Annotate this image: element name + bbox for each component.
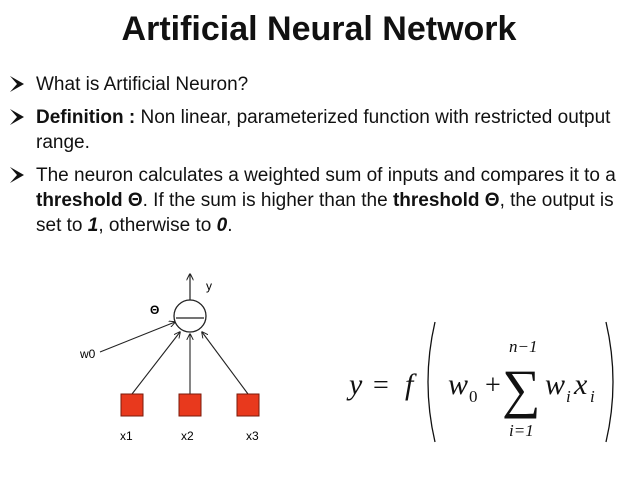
- formula-xi: x: [573, 368, 588, 401]
- formula-equals: =: [373, 370, 389, 401]
- bullet-item: What is Artificial Neuron?: [8, 72, 626, 97]
- definition-label: Definition :: [36, 107, 136, 128]
- keyword-threshold: threshold Θ: [36, 190, 143, 211]
- input-label-x3: x3: [246, 429, 259, 443]
- bullet-item: Definition : Non linear, parameterized f…: [8, 105, 626, 155]
- input-node-x2: [178, 393, 202, 417]
- bullet-text: What is Artificial Neuron?: [36, 74, 249, 95]
- formula-sum-upper: n−1: [509, 337, 537, 356]
- activation-formula: y = f w 0 + ∑ n−1 i=1 w i x i: [346, 321, 614, 443]
- bullet-text: , the output is set to: [36, 190, 614, 236]
- value-one: 1: [87, 215, 99, 236]
- formula-plus: +: [485, 370, 501, 401]
- definition-text: Non linear, parameterized function with …: [36, 107, 611, 153]
- input-connection: [202, 332, 249, 395]
- formula-weight-subscript: 0: [469, 387, 478, 406]
- formula-sum-lower: i=1: [509, 421, 534, 440]
- arrow-bullet-icon: [10, 76, 24, 92]
- formula-right-paren: [605, 321, 614, 443]
- value-zero: 0: [216, 215, 228, 236]
- formula-left-paren: [427, 321, 436, 443]
- formula-function: f: [405, 368, 417, 401]
- arrow-bullet-icon: [10, 167, 24, 183]
- bias-connection: [99, 322, 175, 353]
- formula-xi-subscript: i: [590, 387, 595, 406]
- bullet-text: The neuron calculates a weighted sum of …: [36, 165, 616, 186]
- formula-sum: ∑: [502, 359, 541, 419]
- formula-wi: w: [545, 368, 565, 401]
- output-label: y: [206, 279, 212, 293]
- neuron-diagram: y Θ w0 x1 x2 x3: [79, 270, 260, 443]
- bullet-item: The neuron calculates a weighted sum of …: [8, 163, 626, 238]
- input-label-x1: x1: [120, 429, 133, 443]
- threshold-label: Θ: [150, 303, 159, 317]
- bullet-text: . If the sum is higher than the: [142, 190, 393, 211]
- keyword-threshold: threshold Θ: [392, 190, 500, 211]
- input-node-x1: [120, 393, 144, 417]
- arrow-bullet-icon: [10, 109, 24, 125]
- slide-title: Artificial Neural Network: [121, 10, 517, 48]
- formula-output: y: [346, 368, 363, 401]
- bullet-text: , otherwise to: [98, 215, 217, 236]
- bias-label: w0: [79, 347, 96, 361]
- input-node-x3: [236, 393, 260, 417]
- input-connection: [131, 332, 180, 395]
- formula-wi-subscript: i: [566, 387, 571, 406]
- neuron-node: [173, 299, 207, 333]
- formula-weight: w: [448, 368, 468, 401]
- bullet-text: .: [227, 215, 233, 236]
- input-label-x2: x2: [181, 429, 194, 443]
- bullet-list: What is Artificial Neuron? Definition : …: [8, 72, 626, 246]
